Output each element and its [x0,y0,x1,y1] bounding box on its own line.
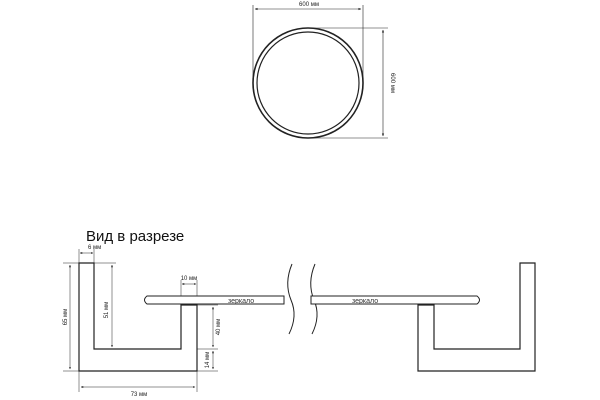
top-height-label: 600 мм [389,73,395,93]
break-mark-left [287,263,295,335]
mirror-inner-circle [256,31,360,135]
dim-base-label: 14 мм [205,352,211,369]
dim-total-height-label: 65 мм [63,309,69,326]
mirror-left [144,295,285,305]
section-view: зеркало зеркало 6 мм 65 мм 51 мм 10 мм [63,245,536,398]
left-frame-profile [78,262,198,372]
right-frame-profile [417,262,536,372]
top-view: 600 мм 600 мм [252,2,395,139]
mirror-label-left: зеркало [228,298,254,305]
section-title: Вид в разрезе [86,228,184,245]
mirror-label-right: зеркало [352,298,378,305]
mirror-outer-circle [252,27,364,139]
top-width-label: 600 мм [299,2,319,8]
mirror-right [310,295,480,305]
dim-mirror-label: 10 мм [181,276,198,282]
dim-bracket-label: 40 мм [216,319,222,336]
dim-inner-height-label: 51 мм [104,302,110,319]
dim-total-width-label: 73 мм [131,392,148,398]
dim-wall-label: 6 мм [88,245,101,251]
